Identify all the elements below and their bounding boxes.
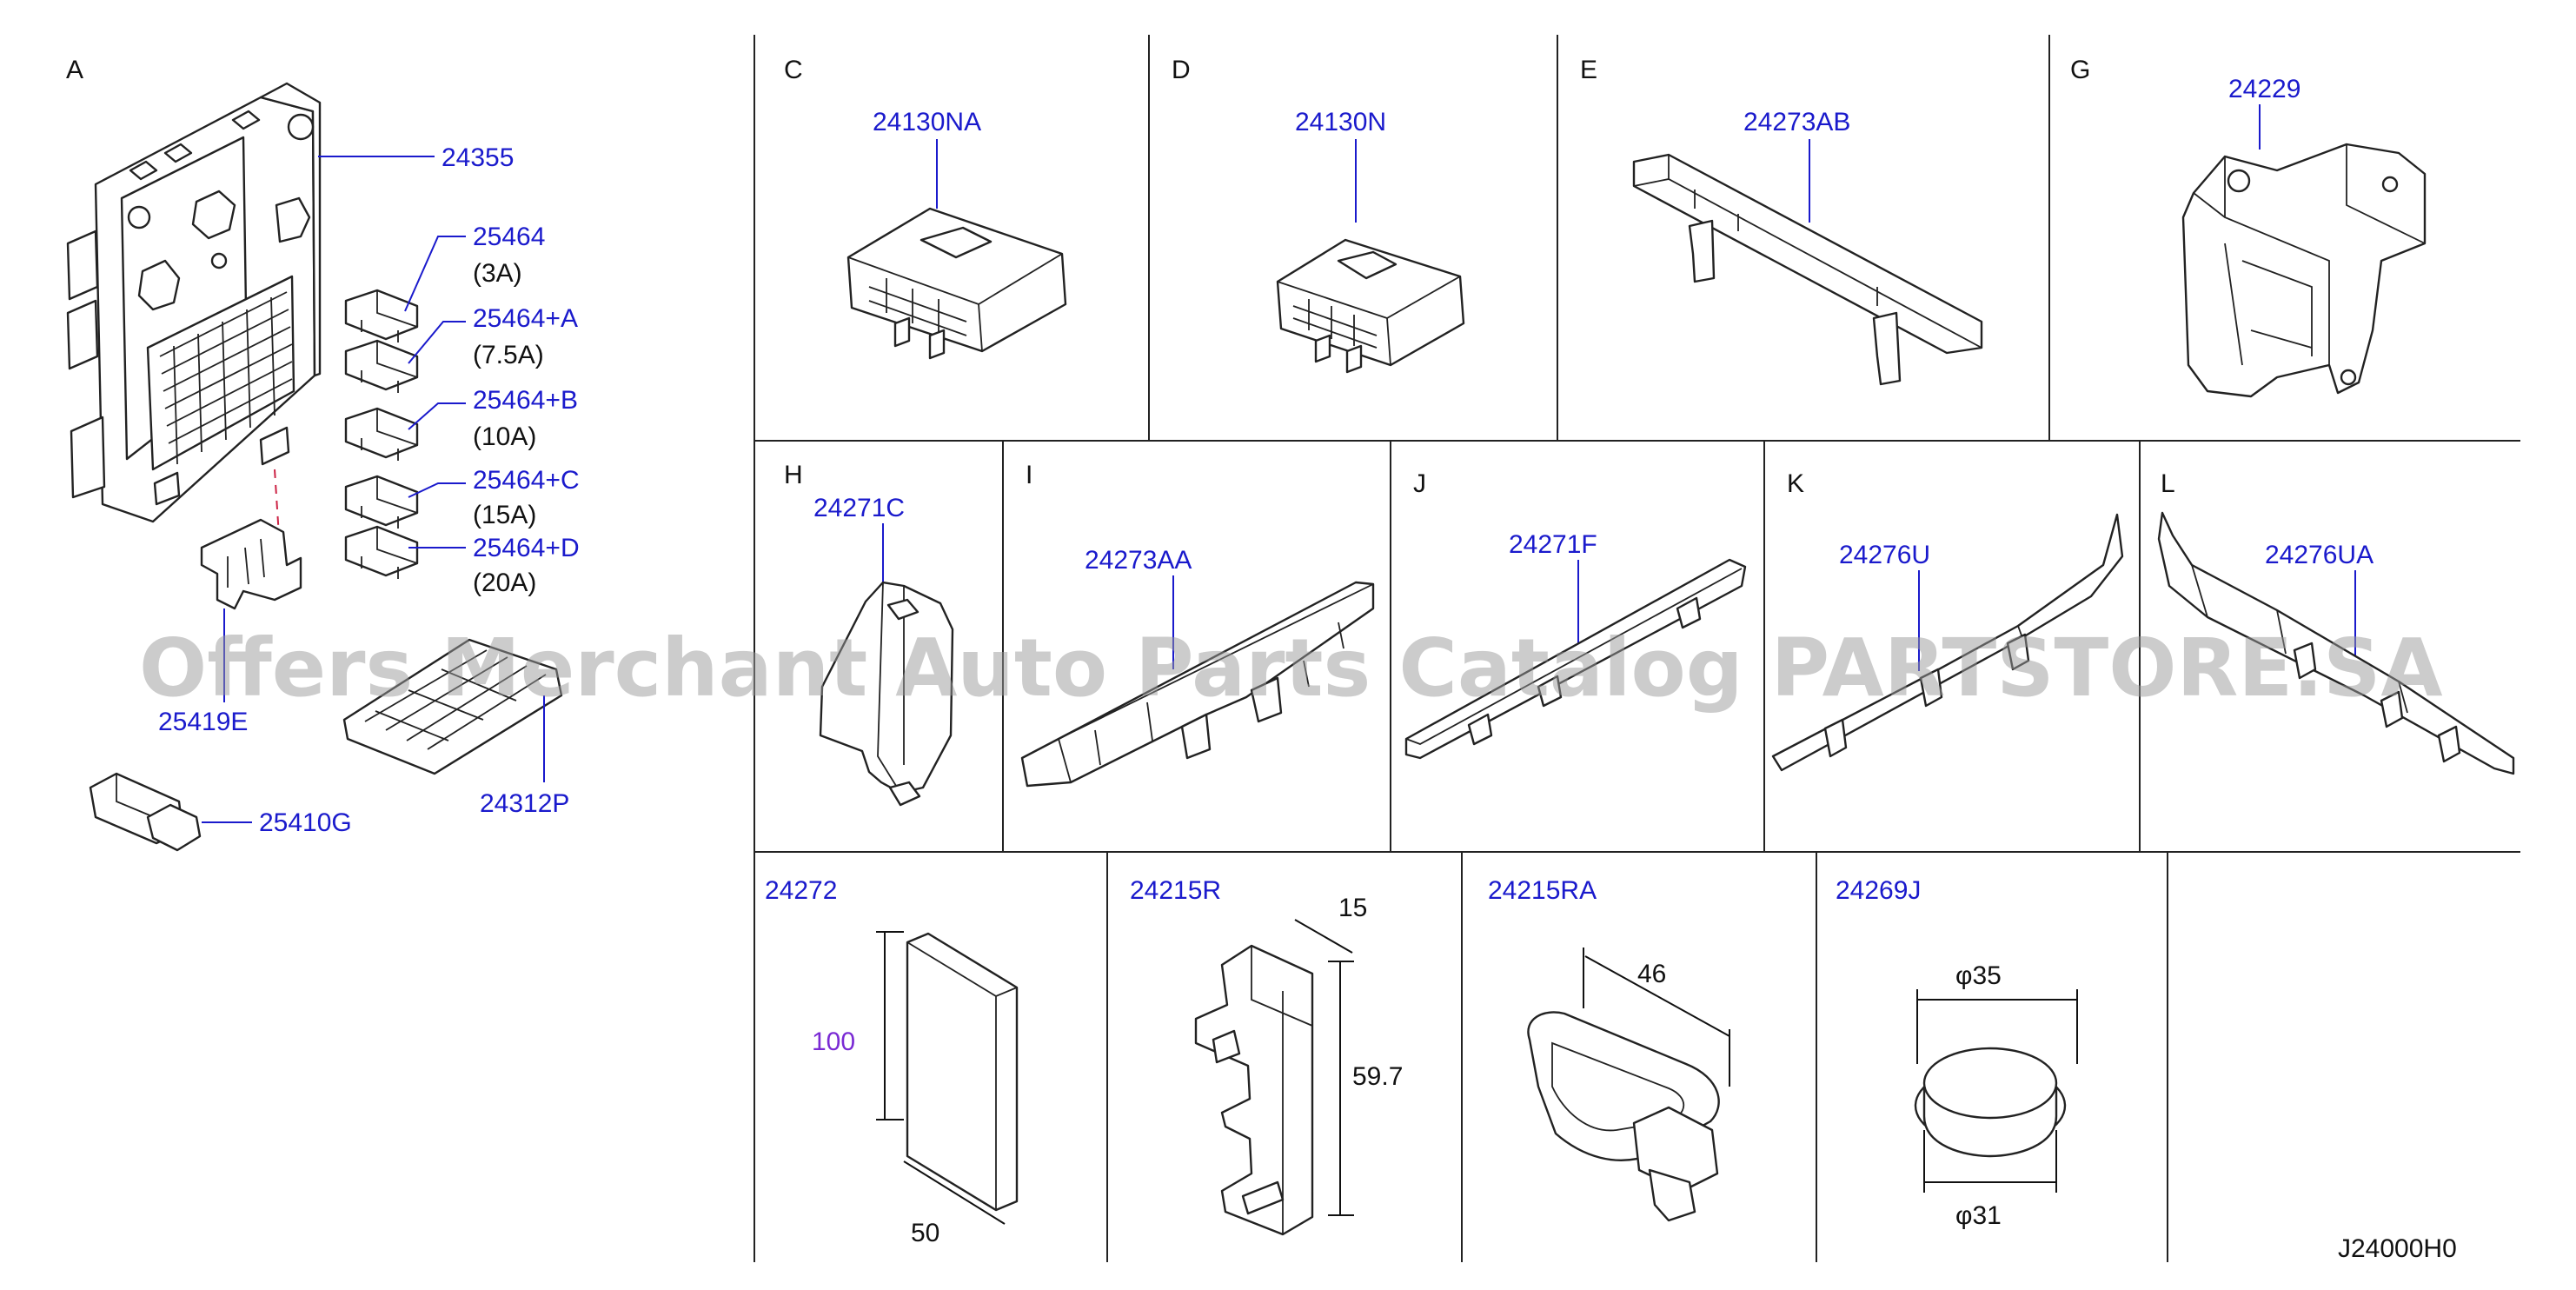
- part-number-25410g: 25410G: [259, 808, 352, 837]
- section-letter-l: L: [2161, 469, 2175, 498]
- part-number-24312p: 24312P: [480, 789, 569, 818]
- diagram-code: J24000H0: [2338, 1234, 2457, 1263]
- part-number-25464: 25464: [473, 223, 545, 251]
- connector-c-drawing: [846, 207, 1067, 360]
- section-24215r: 24215R 15 59.7: [1130, 876, 1403, 1236]
- dimension-inner-diameter: φ31: [1955, 1201, 2002, 1230]
- dimension-width-50: 50: [911, 1219, 939, 1247]
- section-e: E 24273AB: [1580, 56, 1983, 386]
- part-number-24215ra: 24215RA: [1488, 876, 1597, 905]
- fuse-rating-7-5a: (7.5A): [473, 341, 544, 369]
- section-l: L 24276UA: [2157, 469, 2515, 775]
- section-24272: 24272 100 50: [765, 876, 1019, 1247]
- clip-24215ra-drawing: [1527, 1011, 1720, 1222]
- fuse-rating-10a: (10A): [473, 422, 536, 451]
- dimension-depth-15: 15: [1338, 894, 1367, 922]
- section-24269j: 24269J φ35 φ31: [1836, 876, 2078, 1230]
- fuse-rating-15a: (15A): [473, 501, 536, 529]
- harness-protector-j-drawing: [1404, 558, 1747, 760]
- part-number-25419e: 25419E: [158, 708, 248, 736]
- section-letter-c: C: [784, 56, 803, 84]
- section-j: J 24271F: [1404, 469, 1747, 760]
- section-k: K 24276U: [1771, 469, 2124, 772]
- part-number-24215r: 24215R: [1130, 876, 1221, 905]
- part-number-24271c: 24271C: [813, 494, 905, 522]
- harness-protector-i-drawing: [1020, 581, 1375, 788]
- dimension-outer-diameter: φ35: [1955, 961, 2002, 990]
- part-number-25464-a: 25464+A: [473, 304, 578, 333]
- fuse-block-drawing: [66, 82, 322, 523]
- dimension-length-46: 46: [1637, 960, 1666, 988]
- part-number-24355: 24355: [442, 143, 514, 172]
- section-24215ra: 24215RA 46: [1488, 876, 1730, 1222]
- bracket-g-drawing: [2181, 143, 2427, 398]
- fuse-puller-drawing: [342, 638, 563, 775]
- section-letter-j: J: [1413, 469, 1426, 498]
- fuse-drawings: [344, 289, 419, 579]
- section-letter-d: D: [1172, 56, 1191, 84]
- grommet-drawing: [1914, 1047, 2067, 1158]
- section-letter-i: I: [1026, 461, 1032, 489]
- harness-protector-k-drawing: [1771, 513, 2124, 772]
- section-d: D 24130N: [1172, 56, 1465, 374]
- section-i: I 24273AA: [1020, 461, 1375, 788]
- section-letter-h: H: [784, 461, 803, 489]
- section-letter-g: G: [2070, 56, 2090, 84]
- part-number-24273ab: 24273AB: [1743, 108, 1850, 136]
- clip-h-drawing: [819, 581, 954, 807]
- section-letter-a: A: [66, 56, 83, 84]
- part-number-24130na: 24130NA: [873, 108, 981, 136]
- section-c: C 24130NA: [784, 56, 1067, 360]
- part-number-25464-c: 25464+C: [473, 466, 580, 495]
- part-number-24130n: 24130N: [1295, 108, 1386, 136]
- part-number-24269j: 24269J: [1836, 876, 1921, 905]
- section-letter-k: K: [1787, 469, 1804, 498]
- part-number-25464-b: 25464+B: [473, 386, 578, 415]
- part-number-24229: 24229: [2228, 75, 2300, 103]
- relay-drawing: [89, 772, 202, 852]
- fuse-rating-20a: (20A): [473, 569, 536, 597]
- harness-protector-l-drawing: [2157, 511, 2515, 775]
- part-number-24276ua: 24276UA: [2265, 541, 2374, 569]
- clip-24215r-drawing: [1194, 944, 1314, 1236]
- pad-drawing: [906, 932, 1019, 1212]
- part-number-24272: 24272: [765, 876, 837, 905]
- fuse-rating-3a: (3A): [473, 259, 522, 288]
- section-a: A 24355: [66, 56, 580, 852]
- watermark: Offers Merchant Auto Parts Catalog PARTS…: [139, 622, 2443, 715]
- dimension-height-100: 100: [812, 1027, 855, 1056]
- section-letter-e: E: [1580, 56, 1597, 84]
- section-h: H 24271C: [784, 461, 954, 807]
- part-number-24271f: 24271F: [1509, 530, 1597, 559]
- part-number-24276u: 24276U: [1839, 541, 1930, 569]
- section-g: G 24229: [2070, 56, 2427, 398]
- bracket-drawing: [200, 518, 302, 610]
- connector-d-drawing: [1276, 238, 1465, 374]
- harness-protector-e-drawing: [1632, 153, 1983, 386]
- dimension-height-59-7: 59.7: [1352, 1062, 1403, 1091]
- part-number-25464-d: 25464+D: [473, 534, 580, 562]
- part-number-24273aa: 24273AA: [1085, 546, 1192, 575]
- panel-grid: [754, 35, 2520, 1262]
